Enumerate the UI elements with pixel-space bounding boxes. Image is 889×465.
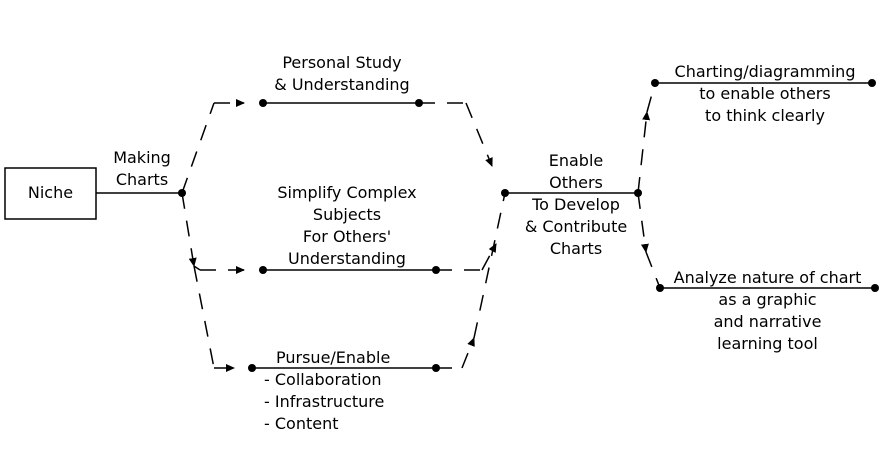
simplify-to-enable-arrow [481, 243, 497, 271]
simplify-line-1: Simplify Complex [277, 183, 417, 202]
charting-line-2: to enable others [699, 84, 831, 103]
making-to-pursue-connector [193, 265, 215, 369]
charting-line-3: to think clearly [705, 106, 825, 125]
enable-others-line-3: To Develop [532, 195, 620, 214]
simplify-line-4: Understanding [288, 249, 406, 268]
pursue-line-1: Pursue/Enable [276, 348, 391, 367]
making-charts-line-1: Making [113, 148, 171, 167]
enable-others-start-dot [501, 189, 509, 197]
making-charts-label: Making Charts [102, 147, 182, 191]
personal-study-label: Personal Study & Understanding [252, 52, 432, 96]
pursue-label: Pursue/Enable - Collaboration - Infrastr… [264, 347, 444, 435]
enable-to-analyze-connector [645, 251, 661, 289]
analyze-line-3: and narrative [713, 312, 822, 331]
niche-label: Niche [5, 182, 96, 204]
charting-start-dot [651, 79, 659, 87]
personal-to-enable-arrow [465, 102, 493, 167]
personal-study-start-dot [259, 99, 267, 107]
enable-others-line-5: Charts [549, 239, 603, 258]
pursue-line-3: - Infrastructure [264, 392, 385, 411]
simplify-line-2: Subjects [312, 205, 382, 224]
analyze-line-4: learning tool [717, 334, 818, 353]
analyze-line-2: as a graphic [718, 290, 817, 309]
enable-others-label: Enable Others To Develop & Contribute Ch… [506, 150, 646, 260]
making-to-simplify-connector [193, 265, 201, 271]
simplify-line-3: For Others' [302, 227, 392, 246]
making-to-simplify-arrow [181, 192, 197, 267]
making-charts-line-2: Charts [115, 170, 169, 189]
pursue-to-enable-arrow [461, 337, 475, 369]
enable-others-line-4: & Contribute [524, 217, 628, 236]
personal-study-line-1: Personal Study [282, 53, 402, 72]
making-to-personal-connector [181, 102, 215, 194]
niche-box [4, 167, 97, 220]
enable-others-line-1: Enable [548, 151, 604, 170]
enable-to-charting-connector [646, 82, 656, 113]
pursue-start-dot [248, 364, 256, 372]
enable-to-charting-arrow [637, 111, 651, 194]
analyze-line-1: Analyze nature of chart [673, 268, 862, 287]
analyze-start-dot [656, 284, 664, 292]
enable-to-analyze-arrow [637, 192, 649, 253]
simplify-start-dot [259, 266, 267, 274]
analyze-label: Analyze nature of chart as a graphic and… [660, 267, 875, 355]
charting-line-1: Charting/diagramming [674, 62, 856, 81]
simplify-label: Simplify Complex Subjects For Others' Un… [252, 182, 442, 270]
pursue-line-4: - Content [264, 414, 339, 433]
charting-label: Charting/diagramming to enable others to… [660, 61, 870, 127]
charting-end-dot [868, 79, 876, 87]
niche-text: Niche [27, 183, 74, 202]
enable-others-line-2: Others [549, 173, 603, 192]
personal-study-line-2: & Understanding [274, 75, 410, 94]
pursue-line-2: - Collaboration [264, 370, 382, 389]
analyze-end-dot [871, 284, 879, 292]
pursue-to-enable-connector-2 [473, 192, 506, 339]
